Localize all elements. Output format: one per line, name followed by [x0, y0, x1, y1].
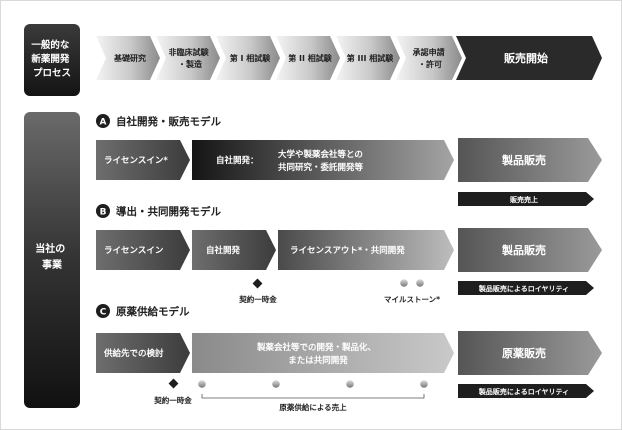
- process-step-1: [96, 36, 160, 80]
- model-c-supply-dot: [420, 380, 428, 388]
- model-a-license-in-arrow: [96, 140, 190, 180]
- company-label: 当社の 事業: [35, 242, 68, 271]
- model-c-title: 原薬供給モデル: [116, 305, 190, 318]
- model-b-license-out-arrow: [278, 230, 454, 270]
- model-a-badge-letter: A: [100, 118, 107, 128]
- model-a-development-prefix: 自社開発：: [216, 155, 259, 166]
- process-step-6: [396, 36, 462, 80]
- process-step-7: [456, 36, 602, 80]
- model-c-badge: [96, 304, 110, 318]
- model-c-evaluation-arrow: [96, 333, 190, 373]
- process-step-2-label: 非臨床試験 ・製造: [169, 47, 212, 69]
- model-b-upfront-label: 契約一時金: [238, 294, 277, 304]
- model-c-revenue-bar: [458, 384, 594, 398]
- model-b-self-dev-label: 自社開発: [206, 245, 241, 256]
- process-step-3: [216, 36, 280, 80]
- model-c-development-arrow: [192, 333, 454, 373]
- model-b-revenue-label: 製品販売によるロイヤリティ: [478, 284, 569, 293]
- model-b-milestone-label: マイルストーン*: [384, 295, 440, 304]
- model-a-badge: [96, 114, 110, 128]
- model-b-revenue-bar: [458, 281, 594, 295]
- process-step-2: [156, 36, 220, 80]
- model-a-sales-arrow: [458, 138, 602, 182]
- model-b-sales-label: 製品販売: [501, 243, 546, 257]
- model-a-development-label: 大学や製薬会社等との 共同研究・委託開発等: [278, 149, 366, 173]
- model-c-supply-label: 原薬供給による売上: [279, 402, 347, 412]
- model-c-supply-bracket: [201, 394, 425, 399]
- model-a-development-arrow: [192, 140, 454, 180]
- process-step-5: [336, 36, 400, 80]
- model-b-self-dev-arrow: [192, 230, 276, 270]
- model-c-development-label: 製薬会社等での開発・製品化、 または共同開発: [256, 342, 379, 366]
- model-c-supply-dot: [346, 380, 354, 388]
- process-label: 一般的な 新薬開発 プロセス: [31, 39, 72, 79]
- model-a-revenue-bar: [458, 192, 594, 206]
- model-b-license-out-label: ライセンスアウト*・共同開発: [290, 245, 405, 256]
- process-step-1-label: 基礎研究: [113, 53, 146, 63]
- model-b-milestone-dot: [416, 279, 424, 287]
- model-c-supply-dot: [272, 380, 280, 388]
- model-b-badge-letter: B: [100, 208, 107, 218]
- process-step-4-label: 第 II 相試験: [288, 53, 333, 63]
- process-step-3-label: 第 I 相試験: [230, 53, 272, 63]
- model-b-license-in-arrow: [96, 230, 190, 270]
- model-b-license-in-label: ライセンスイン: [104, 246, 164, 256]
- model-b-sales-arrow: [458, 228, 602, 272]
- company-label-box: [24, 112, 80, 408]
- model-c-sales-label: 原薬販売: [502, 346, 546, 360]
- process-label-box: [24, 24, 80, 96]
- model-b-badge: [96, 204, 110, 218]
- model-b-upfront-marker: [252, 278, 263, 289]
- process-step-5-label: 第 III 相試験: [347, 53, 394, 63]
- model-b-title: 導出・共同開発モデル: [116, 205, 221, 218]
- model-a-title: 自社開発・販売モデル: [116, 115, 221, 128]
- model-c-revenue-label: 製品販売によるロイヤリティ: [478, 387, 569, 396]
- model-c-upfront-marker: [168, 378, 179, 389]
- process-step-4: [276, 36, 340, 80]
- model-c-upfront-label: 契約一時金: [153, 395, 192, 405]
- model-c-sales-arrow: [458, 331, 602, 375]
- model-b-milestone-dot: [400, 279, 408, 287]
- process-step-6-label: 承認申請 ・許可: [413, 47, 448, 69]
- model-a-sales-label: 製品販売: [501, 153, 546, 167]
- model-c-badge-letter: C: [100, 308, 107, 318]
- model-a-license-in-label: ライセンスイン*: [104, 156, 168, 166]
- model-c-evaluation-label: 供給先での検討: [103, 348, 164, 359]
- process-step-7-label: 販売開始: [504, 51, 548, 65]
- model-a-revenue-label: 販売売上: [510, 195, 538, 204]
- model-c-supply-dot: [198, 380, 206, 388]
